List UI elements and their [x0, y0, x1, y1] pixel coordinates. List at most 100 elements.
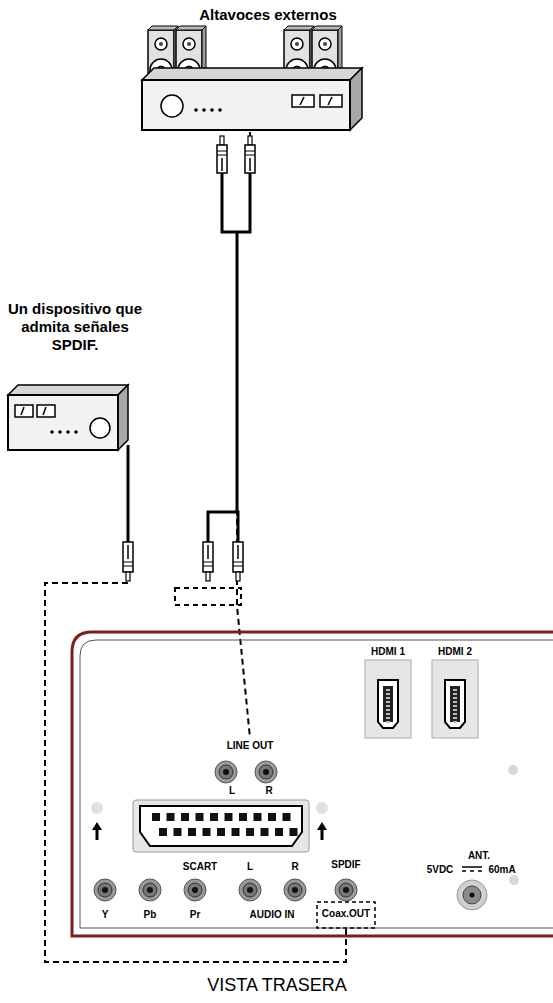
rca-plug: [233, 542, 243, 581]
hdmi-pin: [453, 721, 457, 723]
port-label: R: [291, 861, 298, 872]
port-label: HDMI 2: [438, 646, 472, 657]
amplifier: [194, 108, 198, 112]
line-out-jack: [255, 761, 277, 783]
panel-screw: [508, 765, 518, 775]
panel-screw: [509, 875, 519, 885]
scart-pin: [254, 813, 262, 821]
dc-symbol: [462, 867, 482, 871]
rca-plug: [245, 136, 255, 173]
hdmi-pin: [386, 701, 390, 703]
audio-cable: [236, 232, 239, 512]
scart-pin: [152, 813, 160, 821]
hdmi-pins: [386, 689, 457, 723]
port-label: Pb: [144, 909, 157, 920]
scart-pin: [203, 828, 211, 836]
hdmi-pin: [386, 713, 390, 715]
port-label: Pr: [190, 909, 201, 920]
hdmi-port: [365, 660, 411, 738]
line-out-jack: [215, 761, 277, 783]
dc-symbol: [462, 866, 482, 868]
signal-cable: [45, 463, 346, 962]
hdmi-pin: [386, 709, 390, 711]
scart-pin: [217, 828, 225, 836]
spdif-device: [66, 430, 70, 434]
hdmi-pin: [453, 713, 457, 715]
scart-marker: [316, 802, 328, 814]
amplifier: [300, 97, 304, 105]
dc-symbol: [478, 870, 482, 872]
port-label: SCART: [183, 861, 217, 872]
rca-jack: [184, 879, 206, 901]
antenna-socket: [457, 880, 487, 910]
spdif-cable: [127, 445, 130, 542]
port-label: Y: [102, 909, 109, 920]
scart-pin: [290, 828, 298, 836]
rca-jack: [284, 879, 306, 901]
hdmi-pin: [453, 717, 457, 719]
scart-pin: [210, 813, 218, 821]
signal-cable: [237, 132, 250, 738]
hdmi-pin: [453, 709, 457, 711]
antenna-socket: [463, 886, 481, 904]
hdmi-port: [432, 660, 478, 738]
scart-pin: [239, 813, 247, 821]
port-label: 5VDC: [427, 864, 454, 875]
amplifier: [142, 68, 362, 80]
dc-symbol: [470, 870, 474, 872]
scart-pin: [167, 813, 175, 821]
coax-out-bracket: [317, 902, 375, 928]
amplifier: [161, 95, 183, 117]
spdif-device: [15, 405, 33, 417]
hdmi-port: [383, 686, 393, 722]
scart-connector: [133, 800, 309, 852]
antenna-socket: [470, 893, 475, 898]
rca-plug: [203, 136, 255, 581]
rca-jack: [94, 879, 116, 901]
hdmi-pin: [453, 705, 457, 707]
antenna-socket: [457, 880, 487, 910]
spdif-device: [8, 395, 118, 450]
node-heading: Altavoces externos: [153, 6, 383, 24]
scart-pin: [232, 828, 240, 836]
tv-rear-panel: [72, 632, 553, 936]
scart-pin: [261, 828, 269, 836]
scart-connector: [140, 806, 302, 846]
plug-bracket: [175, 588, 241, 605]
amplifier: [142, 80, 350, 130]
spdif-device: [58, 430, 62, 434]
hdmi-pin: [453, 689, 457, 691]
scart-pin: [174, 828, 182, 836]
amplifier: [210, 108, 214, 112]
scart-marker: [317, 822, 327, 840]
audio-cable: [208, 172, 250, 542]
scart-pin: [196, 813, 204, 821]
node-heading: LINE OUT: [227, 740, 274, 752]
port-label: ANT.: [468, 850, 490, 861]
scart-pin: [275, 828, 283, 836]
hdmi-pin: [453, 697, 457, 699]
rca-jack: [94, 879, 357, 901]
scart-marker: [91, 802, 103, 814]
spdif-device-box: Un dispositivo que admita señales SPDIF.: [2, 298, 152, 463]
port-label: AUDIO IN: [250, 909, 295, 920]
port-label: R: [265, 785, 272, 797]
rca-jack: [139, 879, 161, 901]
node-heading: SPDIF: [331, 859, 360, 871]
audio-cable: [208, 512, 238, 542]
scart-pin: [225, 813, 233, 821]
tv-rear-panel: [80, 640, 553, 928]
amplifier: [218, 108, 222, 112]
spdif-device: [8, 385, 128, 450]
spdif-device: [8, 385, 128, 395]
port-label: L: [229, 785, 235, 797]
spdif-port: SPDIFCoax.OUT: [318, 857, 374, 929]
spdif-device: [50, 430, 54, 434]
spdif-device: [43, 407, 46, 415]
hdmi-pin: [386, 689, 390, 691]
spdif-device: [37, 405, 55, 417]
node-heading: Un dispositivo que admita señales SPDIF.: [5, 300, 145, 354]
rca-plug: [123, 542, 133, 581]
scart-pin: [246, 828, 254, 836]
